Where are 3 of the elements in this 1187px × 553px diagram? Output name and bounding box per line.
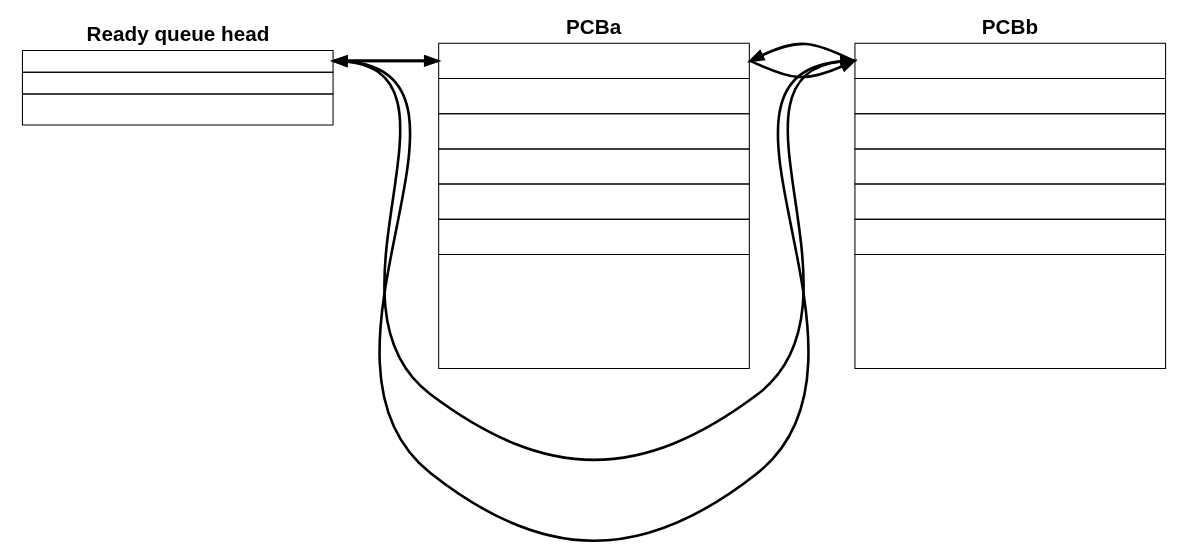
node-label: PCBa <box>565 14 621 38</box>
node-label: Ready queue head <box>86 22 269 46</box>
node-label: PCBb <box>981 14 1038 38</box>
